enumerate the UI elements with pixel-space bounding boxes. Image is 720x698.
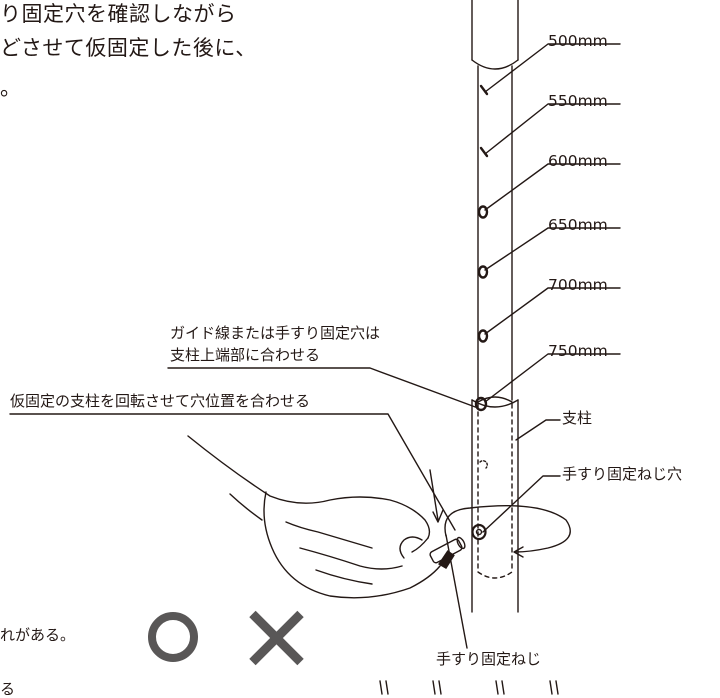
rotate-label: 仮固定の支柱を回転させて穴位置を合わせる (10, 392, 311, 410)
pillar-leader (515, 419, 561, 441)
rotation-arrow (429, 469, 571, 558)
hand (187, 435, 441, 599)
cross-icon (248, 610, 304, 666)
screw-label: 手すり固定ねじ (436, 650, 542, 668)
screw-hole-leader (482, 475, 561, 533)
height-label-700: 700mm (548, 276, 608, 294)
rotate-leader (9, 413, 456, 531)
height-leaders (484, 43, 621, 403)
height-label-750: 750mm (548, 342, 608, 360)
caution-tail: る (0, 680, 16, 698)
pillar (471, 396, 519, 613)
guide-leader (167, 367, 479, 409)
instruction-line-2: どさせて仮固定した後に、 (0, 36, 257, 60)
pillar-label: 支柱 (562, 409, 593, 427)
inner-pipe-hidden (477, 403, 513, 579)
height-label-600: 600mm (548, 152, 608, 170)
height-label-650: 650mm (548, 216, 608, 234)
caution-text: れがある。 (0, 626, 76, 644)
upper-pipe (471, 0, 519, 401)
instruction-line-1: り固定穴を確認しながら (0, 2, 237, 26)
ok-ng-sketch (379, 680, 559, 695)
guide-line-label-2: 支柱上端部に合わせる (170, 346, 321, 364)
circle-icon (148, 612, 198, 662)
screw-hole (471, 523, 487, 541)
screw-hole-label: 手すり固定ねじ穴 (562, 465, 683, 483)
guide-marks (474, 84, 489, 469)
height-label-500: 500mm (548, 32, 608, 50)
height-label-550: 550mm (548, 92, 608, 110)
guide-line-label: ガイド線または手すり固定穴は (170, 324, 381, 342)
instruction-line-3: 。 (0, 76, 22, 100)
